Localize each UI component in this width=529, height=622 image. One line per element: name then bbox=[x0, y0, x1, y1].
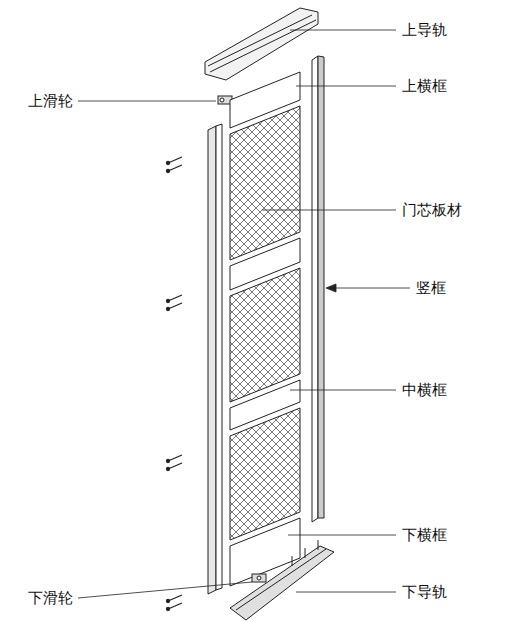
part-label: 下导轨 bbox=[400, 583, 449, 601]
screw bbox=[168, 157, 182, 163]
part-label: 上导轨 bbox=[400, 21, 449, 39]
screw-head bbox=[167, 600, 170, 603]
part-label: 门芯板材 bbox=[400, 201, 464, 219]
screw-head bbox=[167, 300, 170, 303]
screw-head bbox=[167, 460, 170, 463]
screw bbox=[168, 595, 182, 601]
part-label: 中横框 bbox=[400, 381, 449, 399]
screw bbox=[168, 463, 182, 469]
screw-head bbox=[167, 170, 170, 173]
part-label: 竖框 bbox=[414, 279, 448, 297]
screw bbox=[168, 455, 182, 461]
part-label: 下滑轮 bbox=[26, 589, 75, 607]
screw-head bbox=[167, 608, 170, 611]
part-label: 上滑轮 bbox=[26, 92, 75, 110]
screw bbox=[168, 165, 182, 171]
screw-head bbox=[167, 468, 170, 471]
part-label: 上横框 bbox=[400, 77, 449, 95]
screw-head bbox=[167, 162, 170, 165]
screw-head bbox=[167, 308, 170, 311]
part-label: 下横框 bbox=[400, 526, 449, 544]
screw bbox=[168, 303, 182, 309]
screw bbox=[168, 295, 182, 301]
screw bbox=[168, 603, 182, 609]
